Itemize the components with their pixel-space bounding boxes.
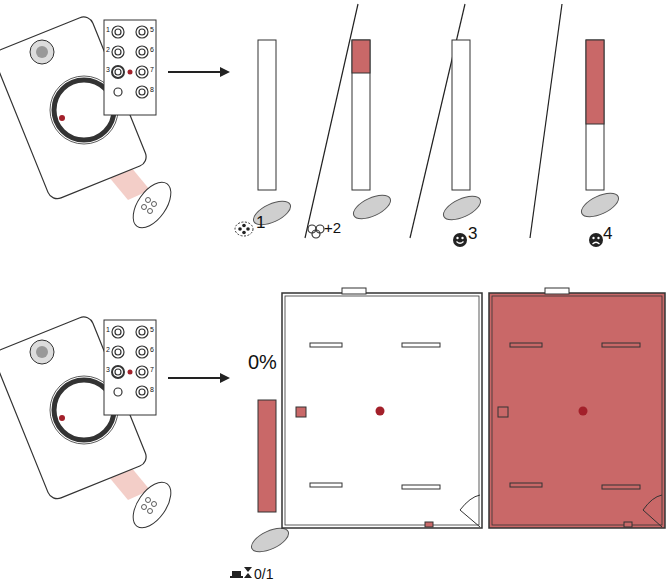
key-number: 8 bbox=[150, 386, 154, 393]
key-number: 3 bbox=[106, 66, 110, 73]
key-number: 7 bbox=[150, 66, 154, 73]
key-number: 5 bbox=[150, 26, 154, 33]
callout-number: 3 bbox=[468, 225, 477, 242]
key-number: 1 bbox=[106, 26, 110, 33]
state-label: 0/1 bbox=[254, 567, 273, 581]
key-number: 2 bbox=[106, 346, 110, 353]
key-number: 6 bbox=[150, 46, 154, 53]
key-number: 2 bbox=[106, 46, 110, 53]
key-number: 3 bbox=[106, 366, 110, 373]
key-number: 1 bbox=[106, 326, 110, 333]
key-number: 7 bbox=[150, 366, 154, 373]
key-number: 8 bbox=[150, 86, 154, 93]
callout-number: +2 bbox=[324, 220, 341, 235]
percent-label: 0% bbox=[248, 352, 277, 372]
key-number: 6 bbox=[150, 346, 154, 353]
callout-number: 4 bbox=[603, 225, 612, 242]
callout-number: 1 bbox=[256, 214, 265, 231]
key-number: 5 bbox=[150, 326, 154, 333]
